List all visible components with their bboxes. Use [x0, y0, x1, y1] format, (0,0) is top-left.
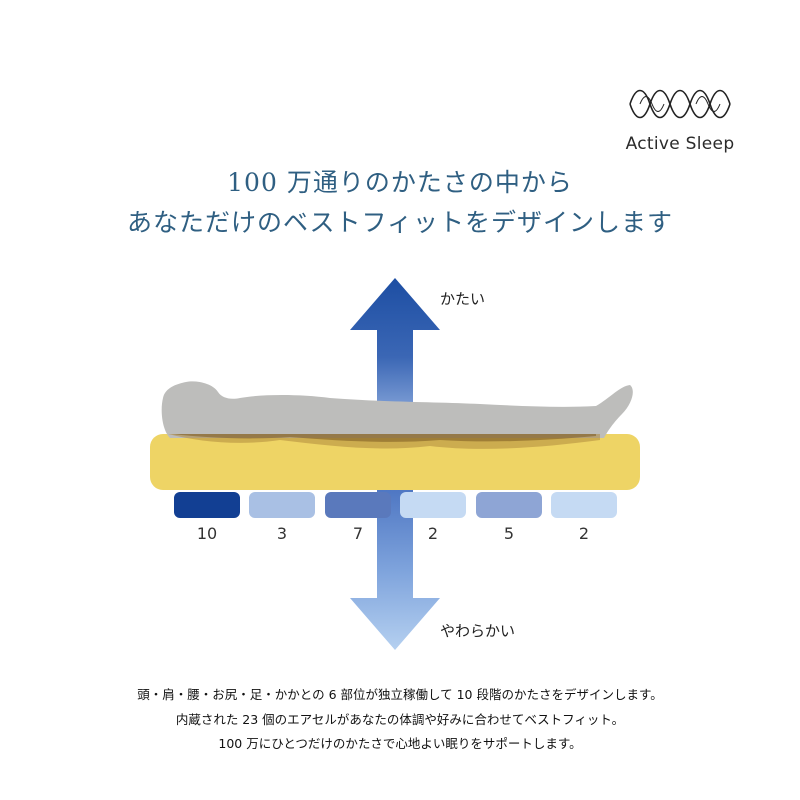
- label-soft: やわらかい: [440, 622, 516, 640]
- headline-line-1: 100 万通りのかたさの中から: [227, 168, 573, 197]
- zone-pill-2: [249, 492, 315, 518]
- zone-pills: [174, 492, 617, 518]
- zone-value-1: 10: [196, 524, 218, 543]
- caption-line-1: 頭・肩・腰・お尻・足・かかとの 6 部位が独立稼働して 10 段階のかたさをデザ…: [137, 687, 663, 702]
- imprint-deep: [172, 434, 596, 442]
- zone-value-5: 5: [503, 524, 515, 543]
- brand-logo: Active Sleep: [614, 84, 746, 164]
- mattress: [150, 434, 640, 490]
- arrow-up-hard: [350, 278, 440, 410]
- wave-logo-icon: [629, 89, 731, 119]
- zone-pill-3: [325, 492, 391, 518]
- caption-line-3: 100 万にひとつだけのかたさで心地よい眠りをサポートします。: [218, 736, 582, 751]
- arrow-down-soft: [350, 490, 440, 650]
- zone-pill-5: [476, 492, 542, 518]
- caption-line-2: 内蔵された 23 個のエアセルがあなたの体調や好みに合わせてベストフィット。: [175, 712, 625, 727]
- firmness-diagram: [150, 278, 640, 650]
- zone-value-2: 3: [276, 524, 288, 543]
- body-silhouette: [161, 381, 633, 438]
- zone-value-6: 2: [578, 524, 590, 543]
- label-hard: かたい: [440, 290, 486, 308]
- zone-value-3: 7: [352, 524, 364, 543]
- zone-pill-6: [551, 492, 617, 518]
- zone-pill-4: [400, 492, 466, 518]
- zone-value-4: 2: [427, 524, 439, 543]
- zone-pill-1: [174, 492, 240, 518]
- headline-line-2: あなただけのベストフィットをデザインします: [126, 208, 673, 237]
- brand-name: Active Sleep: [625, 134, 735, 154]
